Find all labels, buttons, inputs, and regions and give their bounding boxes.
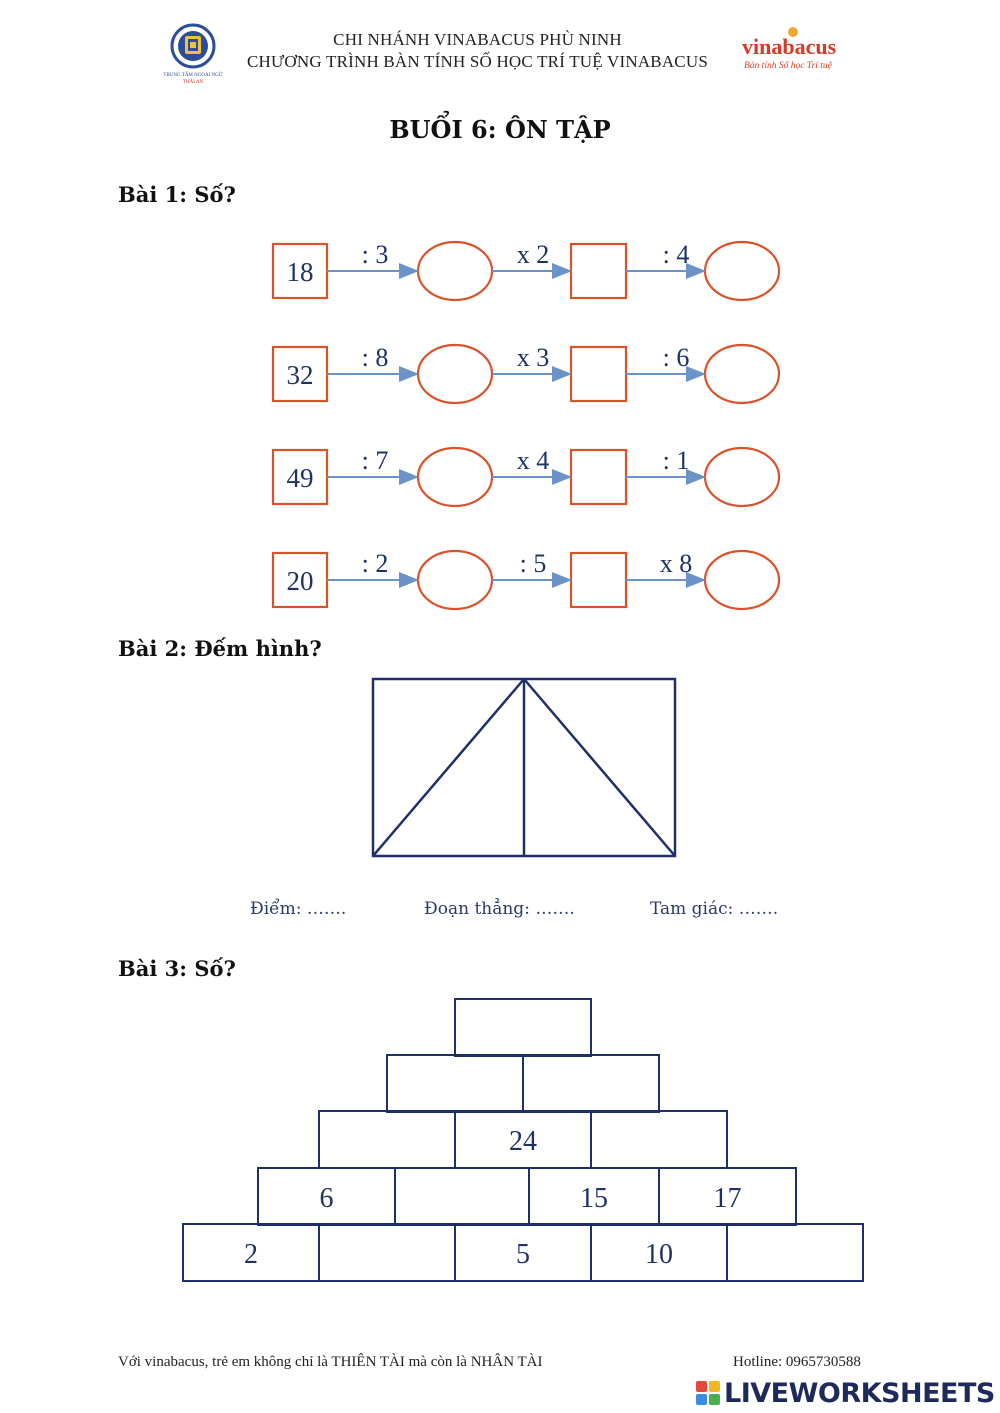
page-title: BUỔI 6: ÔN TẬP bbox=[389, 115, 611, 144]
figure-left-diagonal bbox=[372, 678, 525, 857]
figure-right-diagonal bbox=[523, 678, 676, 857]
operation-label: : 6 bbox=[663, 343, 690, 372]
liveworksheets-logo[interactable]: LIVEWORKSHEETS bbox=[696, 1377, 995, 1409]
operation-label: : 4 bbox=[663, 240, 690, 269]
operation-label: x 2 bbox=[517, 240, 550, 269]
operation-label: : 3 bbox=[362, 240, 389, 269]
header-line-1: CHI NHÁNH VINABACUS PHÙ NINH bbox=[333, 30, 622, 49]
operation-label: : 5 bbox=[520, 549, 547, 578]
crest-caption-2: THÁI AN bbox=[183, 79, 204, 85]
operation-label: : 2 bbox=[362, 549, 389, 578]
operation-label: x 3 bbox=[517, 343, 550, 372]
operation-label: x 4 bbox=[517, 446, 550, 475]
bai2-heading: Bài 2: Đếm hình? bbox=[118, 636, 322, 661]
start-number: 18 bbox=[287, 257, 314, 287]
pyramid-cell-value: 17 bbox=[714, 1183, 742, 1214]
pyramid-cell-blank[interactable] bbox=[318, 1110, 456, 1169]
bai2-figure bbox=[371, 677, 677, 858]
school-crest-logo: TRUNG TÂM NGOẠI NGỮ THÁI AN bbox=[160, 22, 226, 86]
vinabacus-brand: vinabacus bbox=[742, 34, 837, 59]
bai3-heading: Bài 3: Số? bbox=[118, 956, 236, 981]
vinabacus-logo-icon: vinabacus Bàn tính Số học Trí tuệ bbox=[742, 27, 837, 71]
school-crest-icon: TRUNG TÂM NGOẠI NGỮ THÁI AN bbox=[163, 23, 223, 85]
pyramid-cell-blank[interactable] bbox=[454, 998, 592, 1057]
vinabacus-logo: vinabacus Bàn tính Số học Trí tuệ bbox=[740, 26, 885, 72]
operation-label: : 7 bbox=[362, 446, 389, 475]
pyramid-cell-value: 5 bbox=[516, 1239, 530, 1270]
footer-slogan: Với vinabacus, trẻ em không chỉ là THIÊN… bbox=[118, 1354, 543, 1370]
liveworksheets-grid-icon bbox=[696, 1381, 720, 1405]
operation-label: x 8 bbox=[660, 549, 693, 578]
liveworksheets-brand: LIVEWORKSHEETS bbox=[724, 1377, 995, 1409]
crest-caption-1: TRUNG TÂM NGOẠI NGỮ bbox=[163, 72, 222, 78]
start-number: 32 bbox=[287, 360, 314, 390]
pyramid-cell-value: 15 bbox=[580, 1183, 608, 1214]
footer-hotline: Hotline: 0965730588 bbox=[733, 1354, 861, 1370]
segments-answer-label[interactable]: Đoạn thẳng: ……. bbox=[424, 899, 575, 919]
pyramid-cell-blank[interactable] bbox=[590, 1110, 728, 1169]
start-number: 20 bbox=[287, 566, 314, 596]
bai1-heading: Bài 1: Số? bbox=[118, 182, 236, 207]
vinabacus-slogan: Bàn tính Số học Trí tuệ bbox=[744, 60, 833, 71]
pyramid-cell-value: 24 bbox=[509, 1126, 537, 1157]
start-number: 49 bbox=[287, 463, 314, 493]
pyramid-cell-blank[interactable] bbox=[394, 1167, 530, 1226]
operation-label: : 8 bbox=[362, 343, 389, 372]
pyramid-cell-blank[interactable] bbox=[726, 1223, 864, 1282]
header-line-2: CHƯƠNG TRÌNH BÀN TÍNH SỐ HỌC TRÍ TUỆ VIN… bbox=[247, 52, 708, 71]
operation-label: : 1 bbox=[663, 446, 690, 475]
pyramid-cell-blank[interactable] bbox=[386, 1054, 524, 1113]
pyramid-cell-value: 6 bbox=[320, 1183, 334, 1214]
triangles-answer-label[interactable]: Tam giác: ……. bbox=[650, 899, 779, 919]
pyramid-cell-blank[interactable] bbox=[522, 1054, 660, 1113]
pyramid-cell-value: 10 bbox=[645, 1239, 673, 1270]
points-answer-label[interactable]: Điểm: ……. bbox=[250, 899, 347, 919]
pyramid-cell-value: 2 bbox=[244, 1239, 258, 1270]
pyramid-cell-blank[interactable] bbox=[318, 1223, 456, 1282]
